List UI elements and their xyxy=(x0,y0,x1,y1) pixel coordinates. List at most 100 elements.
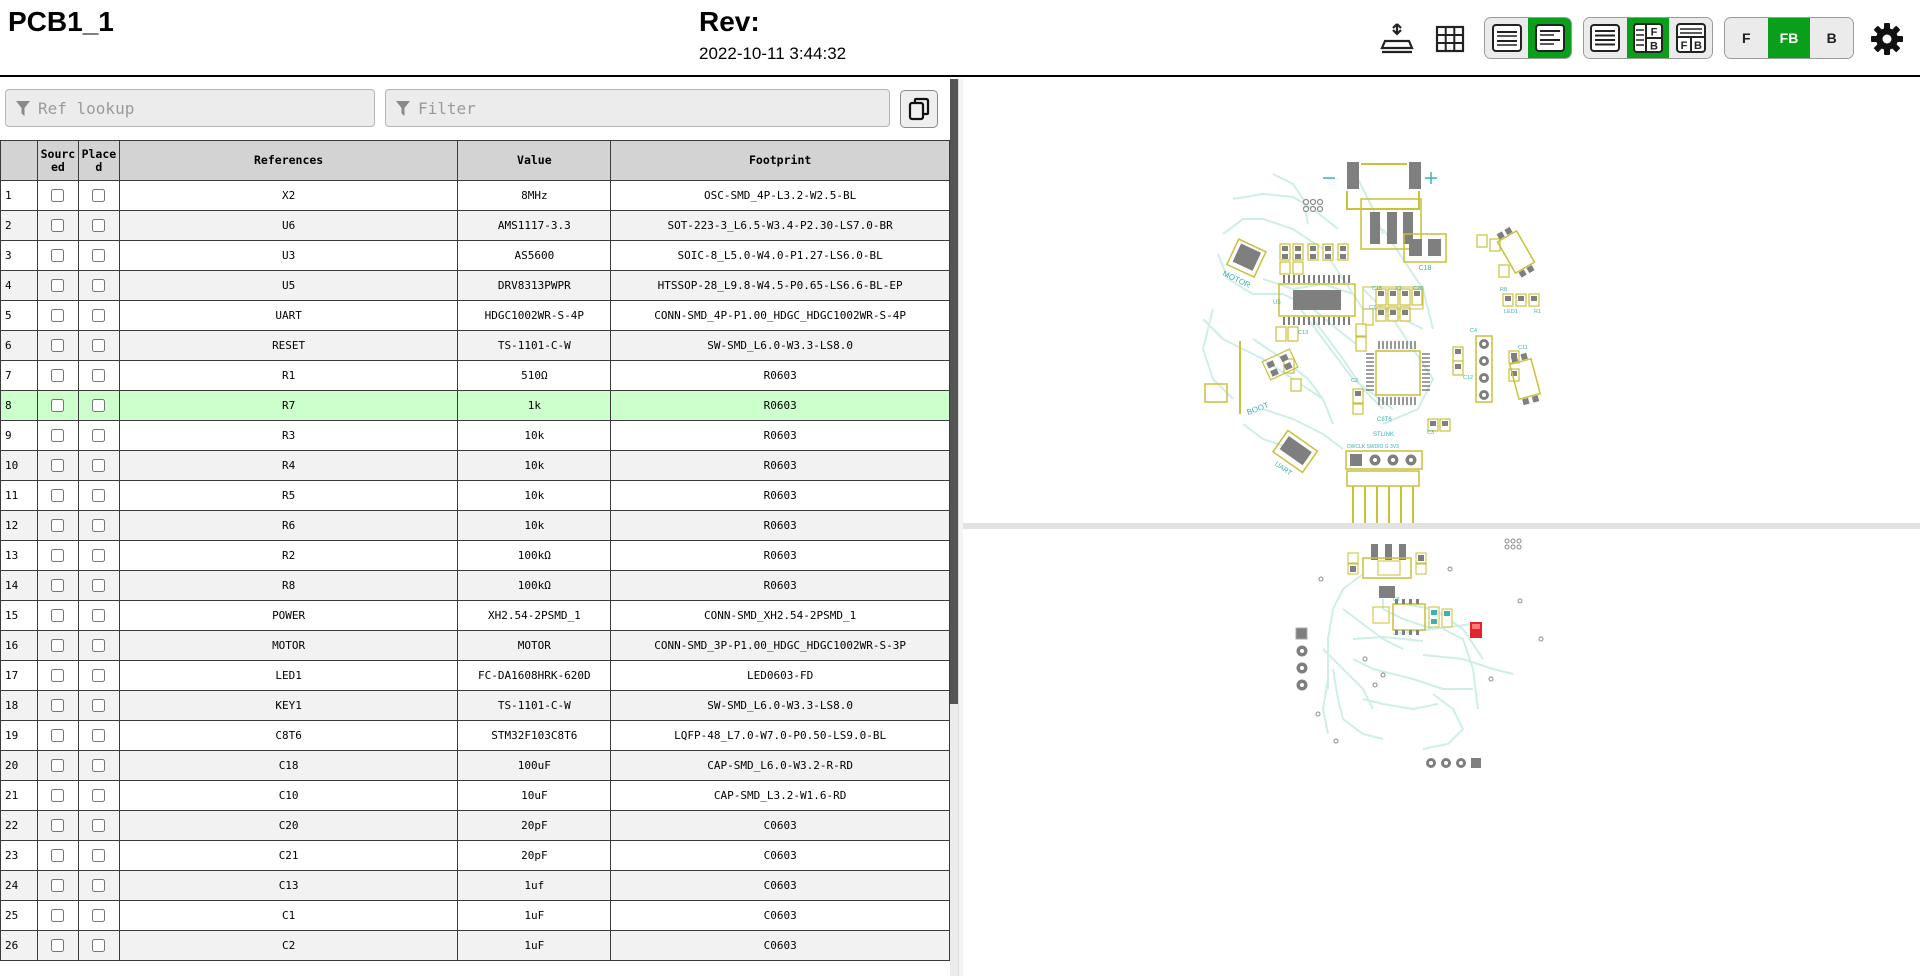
placed-checkbox[interactable] xyxy=(92,879,106,893)
sourced-checkbox[interactable] xyxy=(51,309,65,323)
placed-checkbox[interactable] xyxy=(92,189,106,203)
placed-checkbox[interactable] xyxy=(92,249,106,263)
sourced-checkbox[interactable] xyxy=(51,609,65,623)
bom-scrollbar-thumb[interactable] xyxy=(950,79,958,704)
placed-checkbox[interactable] xyxy=(92,819,106,833)
ref-lookup-input[interactable] xyxy=(6,90,374,126)
bom-scrollbar[interactable] xyxy=(950,79,958,976)
sourced-checkbox[interactable] xyxy=(51,699,65,713)
placed-checkbox[interactable] xyxy=(92,759,106,773)
bom-mode-grouped-button[interactable] xyxy=(1485,18,1528,58)
sourced-checkbox[interactable] xyxy=(51,339,65,353)
sourced-checkbox[interactable] xyxy=(51,849,65,863)
placed-checkbox[interactable] xyxy=(92,489,106,503)
sourced-checkbox[interactable] xyxy=(51,189,65,203)
sourced-checkbox[interactable] xyxy=(51,759,65,773)
pane-splitter[interactable] xyxy=(958,79,963,976)
bom-mode-ungrouped-button[interactable] xyxy=(1528,18,1571,58)
pcb-back-canvas[interactable]: U3 xyxy=(963,529,1920,976)
placed-checkbox[interactable] xyxy=(92,519,106,533)
sourced-checkbox[interactable] xyxy=(51,789,65,803)
pcb-upload-icon[interactable] xyxy=(1378,20,1416,58)
column-header-value[interactable]: Value xyxy=(457,140,612,181)
placed-checkbox[interactable] xyxy=(92,609,106,623)
sourced-checkbox[interactable] xyxy=(51,429,65,443)
sourced-checkbox[interactable] xyxy=(51,939,65,953)
placed-checkbox[interactable] xyxy=(92,639,106,653)
layout-left-right-button[interactable]: F B xyxy=(1626,18,1670,58)
layout-bom-only-button[interactable] xyxy=(1584,18,1627,58)
placed-checkbox[interactable] xyxy=(92,849,106,863)
side-front-back-button[interactable]: FB xyxy=(1767,18,1811,58)
grid-icon[interactable] xyxy=(1431,20,1469,58)
side-back-button[interactable]: B xyxy=(1810,18,1853,58)
placed-checkbox[interactable] xyxy=(92,549,106,563)
sourced-checkbox[interactable] xyxy=(51,219,65,233)
placed-checkbox[interactable] xyxy=(92,729,106,743)
column-header-number[interactable] xyxy=(0,140,38,181)
placed-checkbox[interactable] xyxy=(92,789,106,803)
placed-checkbox[interactable] xyxy=(92,669,106,683)
column-header-footprint[interactable]: Footprint xyxy=(610,140,950,181)
sourced-checkbox[interactable] xyxy=(51,639,65,653)
placed-checkbox[interactable] xyxy=(92,279,106,293)
pcb-front-canvas[interactable]: C18 MOTOR U5 xyxy=(963,79,1920,523)
placed-checkbox[interactable] xyxy=(92,939,106,953)
placed-checkbox[interactable] xyxy=(92,459,106,473)
placed-checkbox[interactable] xyxy=(92,339,106,353)
placed-checkbox[interactable] xyxy=(92,909,106,923)
settings-gear-icon[interactable] xyxy=(1868,20,1906,58)
placed-checkbox[interactable] xyxy=(92,399,106,413)
sourced-checkbox[interactable] xyxy=(51,279,65,293)
sourced-checkbox[interactable] xyxy=(51,729,65,743)
sourced-checkbox[interactable] xyxy=(51,489,65,503)
column-header-sourced[interactable]: Sourced xyxy=(36,140,79,181)
layout-top-bottom-button[interactable]: F B xyxy=(1669,18,1712,58)
column-header-references[interactable]: References xyxy=(118,140,459,181)
sourced-checkbox[interactable] xyxy=(51,669,65,683)
copy-bom-button[interactable] xyxy=(900,90,938,128)
placed-checkbox[interactable] xyxy=(92,219,106,233)
placed-checkbox[interactable] xyxy=(92,309,106,323)
sourced-checkbox[interactable] xyxy=(51,909,65,923)
canvas-splitter[interactable] xyxy=(963,523,1920,529)
sourced-checkbox[interactable] xyxy=(51,519,65,533)
placed-checkbox[interactable] xyxy=(92,699,106,713)
sourced-checkbox[interactable] xyxy=(51,369,65,383)
sourced-checkbox[interactable] xyxy=(51,459,65,473)
placed-checkbox[interactable] xyxy=(92,579,106,593)
filter-input[interactable] xyxy=(386,90,889,126)
placed-checkbox[interactable] xyxy=(92,429,106,443)
placed-checkbox[interactable] xyxy=(92,369,106,383)
column-header-placed[interactable]: Placed xyxy=(77,140,120,181)
sourced-checkbox[interactable] xyxy=(51,249,65,263)
sourced-checkbox[interactable] xyxy=(51,549,65,563)
sourced-checkbox[interactable] xyxy=(51,879,65,893)
